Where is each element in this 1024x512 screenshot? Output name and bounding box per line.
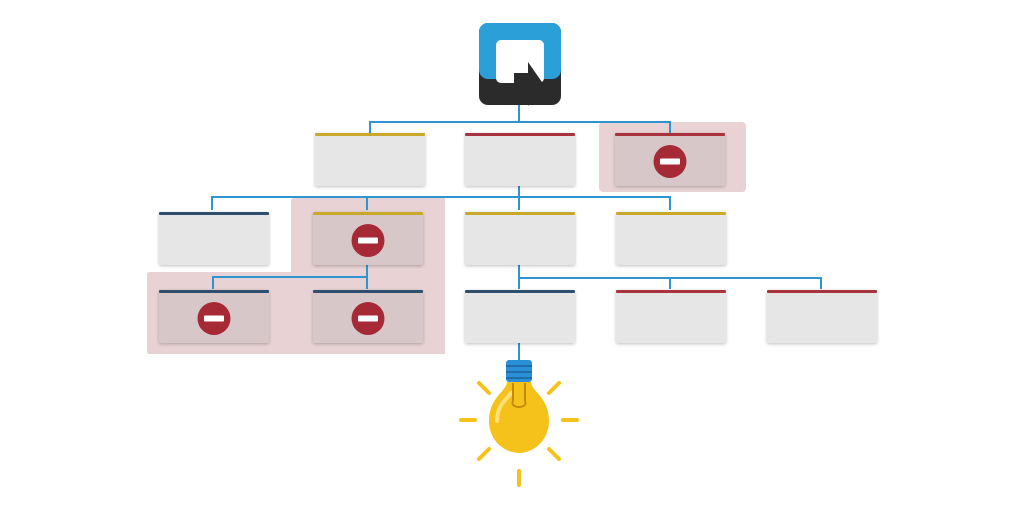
card-accent-bar: [767, 290, 877, 293]
card-accent-bar: [315, 133, 425, 136]
connector-level2-to-level3-right: [518, 265, 822, 289]
tree-node-card: [313, 212, 423, 265]
tree-node-card: [465, 212, 575, 265]
card-body: [465, 212, 575, 265]
tree-node-card: [465, 290, 575, 343]
card-accent-bar: [616, 212, 726, 215]
no-entry-icon: [351, 302, 385, 335]
card-body: [767, 290, 877, 343]
card-accent-bar: [465, 290, 575, 293]
connector-level1-to-level2: [211, 186, 671, 210]
tree-node-card: [159, 290, 269, 343]
card-body: [315, 133, 425, 186]
tree-node-card: [767, 290, 877, 343]
card-accent-bar: [465, 212, 575, 215]
card-accent-bar: [313, 212, 423, 215]
tree-node-card: [313, 290, 423, 343]
card-accent-bar: [159, 290, 269, 293]
connector-lines: [211, 105, 822, 360]
no-entry-icon: [351, 224, 385, 257]
tree-node-card: [616, 212, 726, 265]
tree-node-card: [465, 133, 575, 186]
no-entry-icon: [653, 145, 687, 178]
card-accent-bar: [159, 212, 269, 215]
logo-icon: [479, 23, 561, 106]
tree-node-card: [159, 212, 269, 265]
connector-level2-to-level3-left: [212, 265, 368, 289]
connector-root-to-level1: [369, 105, 671, 133]
light-rays: [459, 381, 579, 487]
card-body: [616, 212, 726, 265]
card-accent-bar: [615, 133, 725, 136]
card-accent-bar: [616, 290, 726, 293]
card-accent-bar: [465, 133, 575, 136]
lightbulb-icon: [459, 360, 579, 487]
tree-node-card: [315, 133, 425, 186]
tree-node-card: [615, 133, 725, 186]
card-accent-bar: [313, 290, 423, 293]
card-body: [616, 290, 726, 343]
card-body: [465, 133, 575, 186]
card-body: [465, 290, 575, 343]
card-body: [159, 212, 269, 265]
tree-node-card: [616, 290, 726, 343]
no-entry-icon: [197, 302, 231, 335]
